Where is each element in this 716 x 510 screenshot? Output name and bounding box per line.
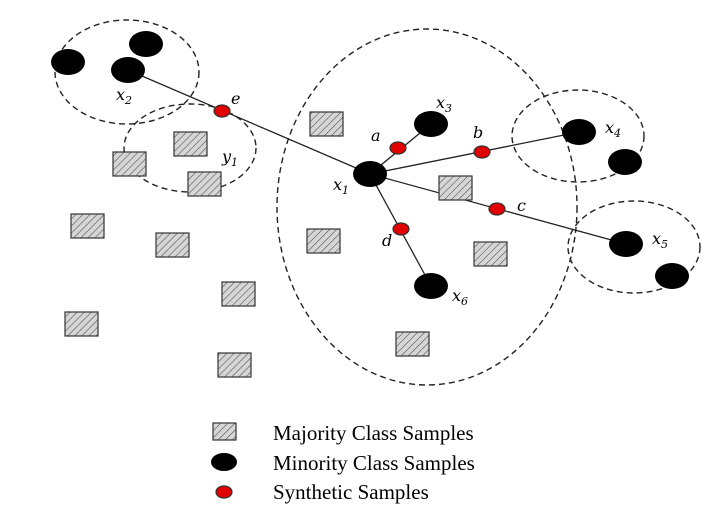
neighborhood-y1 [123, 103, 257, 193]
majority-sample [395, 331, 430, 357]
label-a: a [371, 126, 381, 145]
minority-sample [608, 149, 642, 175]
label-x3: x3 [436, 93, 452, 115]
neighborhood-circles [54, 19, 701, 386]
majority-sample [306, 228, 341, 254]
legend-minority-label: Minority Class Samples [273, 451, 475, 475]
minority-sample [129, 31, 163, 57]
minority-sample [51, 49, 85, 75]
majority-sample [187, 171, 222, 197]
label-c: c [517, 196, 526, 215]
legend-synthetic-label: Synthetic Samples [273, 480, 429, 504]
majority-sample [70, 213, 105, 239]
majority-sample [64, 311, 99, 337]
synthetic-sample-b [473, 145, 491, 159]
line-x1-x2 [127, 69, 371, 175]
majority-sample [473, 241, 508, 267]
label-x4: x4 [605, 118, 621, 140]
majority-sample [173, 131, 208, 157]
label-d: d [382, 231, 392, 250]
label-e: e [231, 89, 240, 108]
legend-minority-icon [211, 453, 237, 471]
neighborhood-x2 [54, 19, 200, 125]
label-x6: x6 [452, 286, 468, 308]
legend: Majority Class Samples Minority Class Sa… [211, 421, 475, 504]
majority-sample [112, 151, 147, 177]
minority-sample-x1 [353, 161, 387, 187]
synthetic-samples [213, 104, 506, 236]
label-b: b [473, 123, 483, 142]
majority-sample [217, 352, 252, 378]
label-x5: x5 [652, 229, 668, 251]
synthetic-sample-c [488, 202, 506, 216]
minority-sample [655, 263, 689, 289]
minority-sample-x5 [609, 231, 643, 257]
neighborhood-x4 [511, 89, 645, 183]
legend-majority-label: Majority Class Samples [273, 421, 474, 445]
neighborhood-x1 [276, 28, 578, 386]
minority-sample-x6 [414, 273, 448, 299]
minority-sample-x4 [562, 119, 596, 145]
majority-sample [438, 175, 473, 201]
label-y1: y1 [221, 147, 238, 169]
synthetic-sample-e [213, 104, 231, 118]
point-labels: x2 y1 x1 x3 x4 x5 x6 [116, 85, 668, 308]
legend-majority-icon [212, 422, 237, 441]
neighborhood-x5 [567, 200, 701, 294]
legend-synthetic-icon [215, 485, 233, 499]
minority-sample-x3 [414, 111, 448, 137]
synthetic-labels: e a b c d [231, 89, 526, 250]
minority-samples [51, 31, 689, 299]
synthetic-sample-a [389, 141, 407, 155]
label-x2: x2 [116, 85, 132, 107]
label-x1: x1 [333, 175, 349, 197]
minority-sample-x2 [111, 57, 145, 83]
majority-samples [64, 111, 508, 378]
synthetic-sample-d [392, 222, 410, 236]
majority-sample [155, 232, 190, 258]
majority-sample [309, 111, 344, 137]
majority-sample [221, 281, 256, 307]
